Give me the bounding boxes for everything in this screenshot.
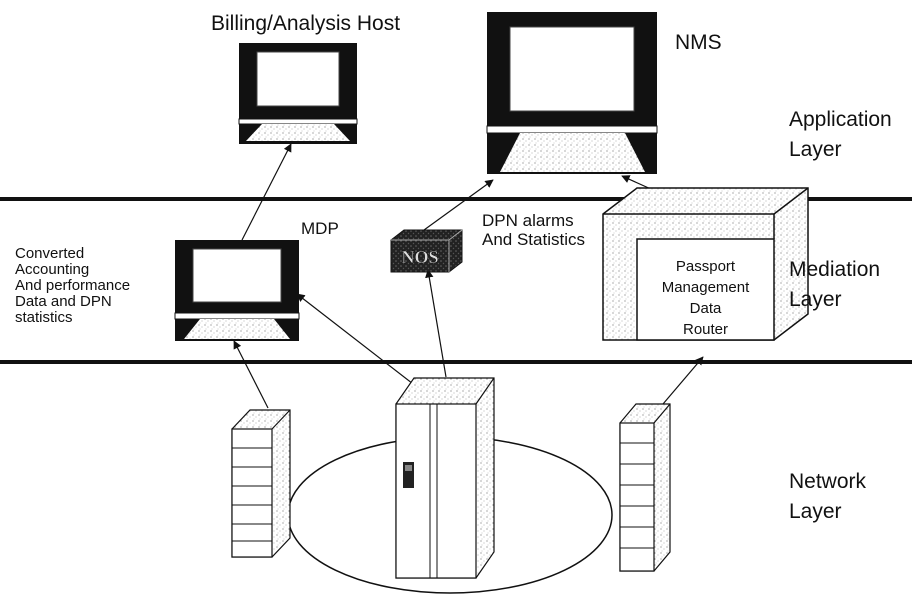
application-layer-line-2: Layer: [789, 138, 842, 161]
arrow-center-switch-to-nos: [425, 269, 447, 378]
nos-box: NOS: [390, 229, 463, 273]
network-layer-line-2: Layer: [789, 500, 842, 523]
mdp-terminal: [174, 240, 300, 341]
converted-data-label: Converted Accounting And performance Dat…: [15, 246, 130, 326]
billing-host-terminal: [238, 43, 358, 144]
nos-box-label: NOS: [401, 247, 438, 267]
center-switch-cabinet: [395, 377, 495, 579]
dpn-alarms-label: DPN alarms And Statistics: [482, 211, 585, 249]
dpn-alarms-line-2: And Statistics: [482, 230, 585, 249]
mediation-layer-line-2: Layer: [789, 288, 842, 311]
application-layer-line-1: Application: [789, 108, 892, 131]
arrow-nos-to-nms: [423, 179, 494, 231]
application-layer-label: Application Layer: [789, 105, 892, 165]
converted-line-4: Data and DPN: [15, 293, 112, 310]
arrow-center-switch-to-mdp: [296, 293, 418, 388]
dpn-alarms-line-1: DPN alarms: [482, 211, 574, 230]
passport-line-3: Data: [689, 300, 722, 317]
passport-router-label: Passport Management Data Router: [637, 256, 774, 340]
arrow-mdp-to-billing: [241, 143, 292, 241]
arrow-left-rack-to-mdp: [233, 340, 269, 409]
arrow-right-rack-to-router: [662, 356, 704, 405]
passport-line-4: Router: [682, 321, 729, 338]
billing-host-label: Billing/Analysis Host: [211, 12, 401, 35]
left-rack: [231, 409, 291, 558]
mdp-label: MDP: [301, 219, 339, 238]
converted-line-1: Converted: [15, 245, 85, 262]
nms-terminal: [486, 12, 658, 174]
right-rack: [619, 403, 671, 572]
mediation-layer-label: Mediation Layer: [789, 255, 880, 315]
mediation-layer-line-1: Mediation: [789, 258, 881, 281]
network-layer-line-1: Network: [789, 470, 867, 493]
converted-line-3: And performance: [15, 277, 131, 294]
passport-line-2: Management: [661, 279, 750, 296]
converted-line-5: statistics: [15, 309, 73, 326]
converted-line-2: Accounting: [15, 261, 90, 278]
passport-line-1: Passport: [675, 258, 736, 275]
passport-router-cube: [602, 187, 809, 341]
nms-label: NMS: [675, 31, 722, 54]
connectors: [233, 143, 704, 409]
network-layer-label: Network Layer: [789, 467, 866, 527]
